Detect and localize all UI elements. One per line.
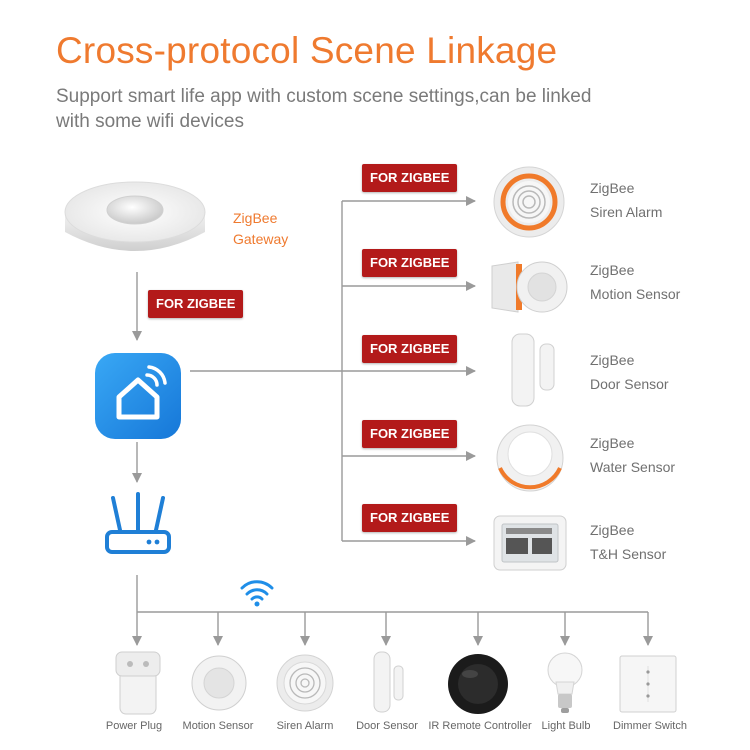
- power-plug-image: [115, 651, 161, 715]
- wifi-device-label-motion-sensor: Motion Sensor: [182, 720, 254, 732]
- for-zigbee-tag-th: FOR ZIGBEE: [362, 504, 458, 532]
- for-zigbee-tag-siren: FOR ZIGBEE: [362, 164, 458, 192]
- wifi-device-label-siren-alarm: Siren Alarm: [276, 720, 334, 732]
- page-subtitle: Support smart life app with custom scene…: [56, 86, 592, 132]
- page-title: Cross-protocol Scene Linkage: [56, 30, 558, 71]
- wifi-motion-sensor-image: [191, 655, 247, 711]
- device-label-door: ZigBee Door Sensor: [590, 352, 669, 392]
- wifi-siren-alarm-image: [276, 654, 334, 712]
- ir-remote-controller-image: [448, 654, 508, 714]
- motion-sensor-image: [491, 261, 568, 313]
- device-label-th: ZigBee T&H Sensor: [590, 522, 667, 562]
- wifi-device-label-ir-remote: IR Remote Controller: [428, 720, 532, 732]
- zigbee-gateway-image: [64, 181, 206, 251]
- water-sensor-image: [496, 424, 564, 492]
- siren-alarm-image: [493, 166, 565, 238]
- dimmer-switch-image: [619, 655, 677, 713]
- gateway-label: ZigBee Gateway: [233, 210, 289, 247]
- for-zigbee-tag-door: FOR ZIGBEE: [362, 335, 458, 363]
- wifi-door-sensor-image: [373, 651, 404, 713]
- door-sensor-image: [511, 333, 555, 407]
- th-sensor-image: [493, 515, 567, 571]
- for-zigbee-tag-gateway: FOR ZIGBEE: [148, 290, 244, 318]
- router-icon: [105, 492, 171, 554]
- for-zigbee-tag-water: FOR ZIGBEE: [362, 420, 458, 448]
- smart-home-app-icon: [95, 353, 181, 439]
- light-bulb-image: [547, 652, 583, 713]
- device-label-motion: ZigBee Motion Sensor: [590, 262, 681, 302]
- for-zigbee-tag-motion: FOR ZIGBEE: [362, 249, 458, 277]
- wifi-icon: [240, 580, 274, 607]
- wifi-device-label-light-bulb: Light Bulb: [541, 720, 591, 732]
- device-label-siren: ZigBee Siren Alarm: [590, 180, 663, 220]
- device-label-water: ZigBee Water Sensor: [590, 435, 676, 475]
- wifi-device-label-dimmer-switch: Dimmer Switch: [613, 720, 687, 732]
- wifi-device-label-door-sensor: Door Sensor: [356, 720, 418, 732]
- wifi-device-label-power-plug: Power Plug: [105, 720, 163, 732]
